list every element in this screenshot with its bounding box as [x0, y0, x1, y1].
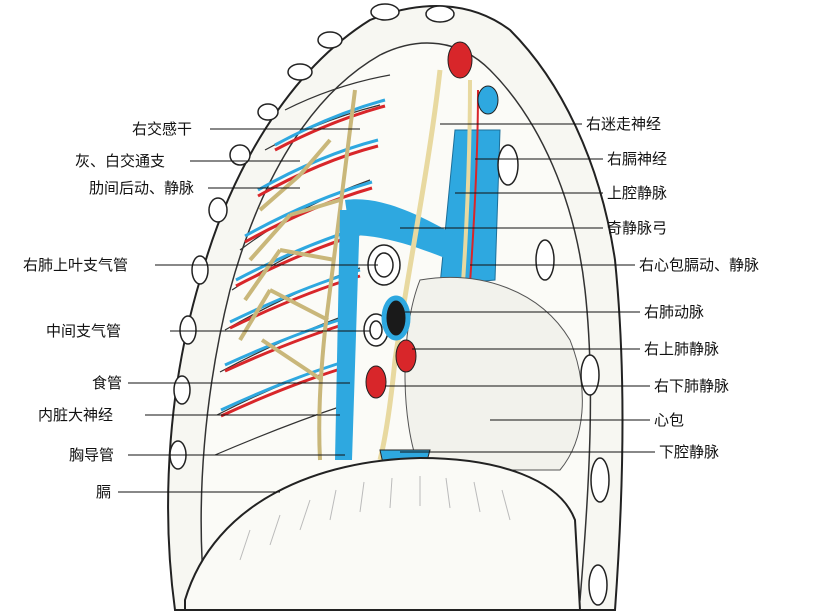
azygos-vein	[335, 210, 360, 460]
label-rami-communicantes: 灰、白交通支	[75, 152, 166, 170]
label-superior-vena-cava: 上腔静脉	[607, 184, 668, 202]
costal-cartilages	[169, 3, 610, 606]
label-pericardiacophrenic-vessels: 右心包膈动、静脉	[639, 256, 760, 274]
right-superior-pulmonary-vein	[395, 339, 417, 373]
right-inferior-pulmonary-vein	[365, 365, 387, 399]
label-azygos-arch: 奇静脉弓	[607, 219, 668, 237]
leader-lines	[118, 123, 655, 493]
subclavian-vein	[477, 85, 499, 115]
label-thoracic-duct: 胸导管	[69, 446, 115, 464]
sympathetic-nerves	[238, 89, 357, 461]
label-right-vagus-nerve: 右迷走神经	[586, 115, 662, 133]
label-greater-splanchnic-nerve: 内脏大神经	[38, 406, 114, 424]
label-right-sympathetic-trunk: 右交感干	[132, 120, 193, 138]
subclavian-artery	[447, 41, 473, 79]
label-pericardium: 心包	[654, 411, 685, 429]
label-posterior-intercostal-vessels: 肋间后动、静脉	[89, 179, 195, 197]
azygos-arch	[345, 199, 455, 260]
diaphragm	[184, 456, 582, 611]
diaphragm-striations	[239, 476, 511, 561]
label-right-superior-pulmonary-vein: 右上肺静脉	[644, 340, 720, 358]
label-esophagus: 食管	[92, 374, 123, 392]
label-right-pulmonary-artery: 右肺动脉	[644, 303, 705, 321]
label-diaphragm: 膈	[96, 483, 112, 501]
label-right-upper-lobe-bronchus: 右肺上叶支气管	[23, 256, 129, 274]
label-inferior-vena-cava: 下腔静脉	[659, 443, 720, 461]
label-right-inferior-pulmonary-vein: 右下肺静脉	[654, 377, 730, 395]
label-right-phrenic-nerve: 右膈神经	[607, 150, 668, 168]
right-pulmonary-artery	[381, 295, 411, 341]
label-intermediate-bronchus: 中间支气管	[46, 322, 122, 340]
